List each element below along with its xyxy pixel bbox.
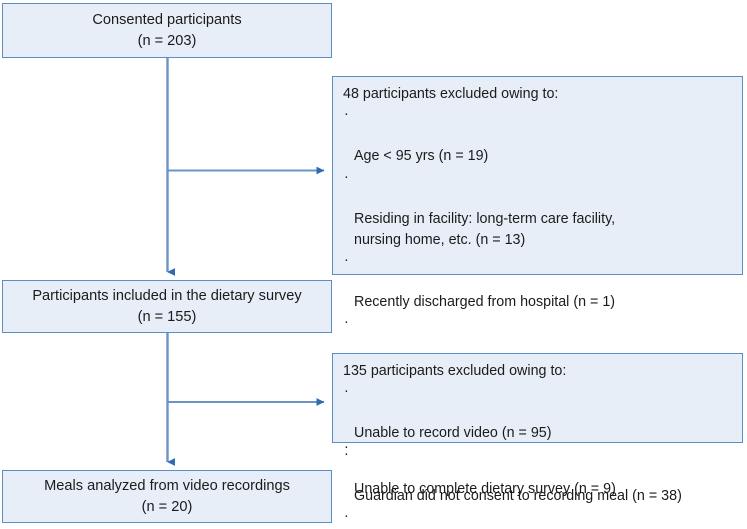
list-item-text: Age < 95 yrs (n = 19) — [354, 148, 489, 165]
node-included-dietary-survey: Participants included in the dietary sur… — [2, 280, 332, 333]
bullet-icon: · — [344, 251, 349, 268]
list-item-text: Guardian did not consent to recording me… — [354, 487, 682, 504]
node-consented-participants: Consented participants (n = 203) — [2, 3, 332, 58]
node-analyzed-count: (n = 20) — [141, 498, 193, 515]
node-excluded-second: 135 participants excluded owing to: · Un… — [332, 353, 743, 524]
excluded-second-reasons: · Unable to record video (n = 95) · Guar… — [343, 382, 733, 529]
bullet-icon: · — [344, 439, 349, 456]
list-item: · Residing in facility: long-term care f… — [343, 167, 733, 250]
list-item: · Unable to complete dietary survey (n =… — [343, 438, 733, 500]
node-included-title: Participants included in the dietary sur… — [32, 287, 302, 304]
list-item: · Guardian did not consent to recording … — [343, 444, 733, 506]
node-analyzed-title: Meals analyzed from video recordings — [44, 477, 290, 494]
bullet-icon: · — [344, 445, 349, 462]
excluded-second-heading: 135 participants excluded owing to: — [343, 363, 567, 379]
list-item-text: Recently discharged from hospital (n = 1… — [354, 293, 616, 310]
node-excluded-first: 48 participants excluded owing to: · Age… — [332, 76, 743, 497]
bullet-icon: · — [344, 314, 349, 331]
list-item-text: Residing in facility: long-term care fac… — [354, 210, 616, 248]
node-consented-title: Consented participants — [92, 11, 242, 28]
list-item-text: Unable to record video (n = 95) — [354, 425, 552, 442]
list-item: · Unable to record video (n = 95) — [343, 382, 733, 444]
list-item-text: Unable to complete dietary survey (n = 9… — [354, 481, 616, 498]
list-item: · Recently discharged from hospital (n =… — [343, 250, 733, 312]
node-meals-analyzed: Meals analyzed from video recordings (n … — [2, 470, 332, 523]
bullet-icon: · — [344, 106, 349, 123]
list-item: · Camera installed but did not record vi… — [343, 507, 733, 529]
bullet-icon: · — [344, 383, 349, 400]
bullet-icon: · — [344, 168, 349, 185]
list-item: · Age < 95 yrs (n = 19) — [343, 105, 733, 167]
bullet-icon: · — [344, 508, 349, 525]
node-consented-count: (n = 203) — [137, 32, 197, 49]
node-included-count: (n = 155) — [137, 308, 197, 325]
excluded-first-heading: 48 participants excluded owing to: — [343, 86, 559, 102]
